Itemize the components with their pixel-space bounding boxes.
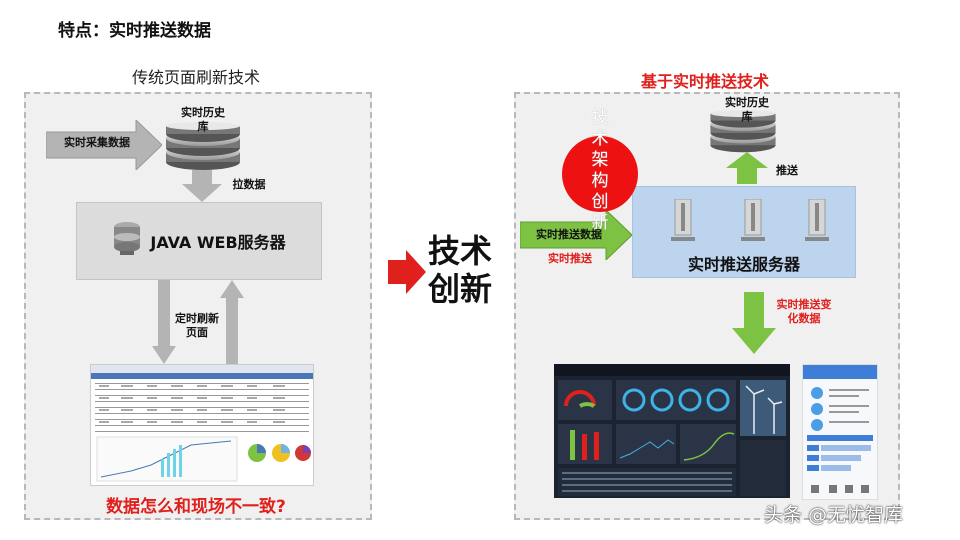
left-collect-label: 实时采集数据 [64,136,130,149]
server-icon [112,221,142,261]
pull-arrow [182,170,222,202]
innovation-arrow [388,250,426,294]
database-icon [166,122,240,170]
right-collect-red-label: 实时推送 [548,252,592,265]
watermark: 头条 @无忧智库 [764,504,904,526]
page-title: 特点：实时推送数据 [58,21,211,41]
right-collect-label: 实时推送数据 [536,228,602,241]
inconsistency-question: 数据怎么和现场不一致? [106,497,286,517]
server-icon [741,199,765,241]
database-icon [710,110,776,153]
java-web-server-box: JAVA WEB服务器 [76,202,322,280]
push-server-label: 实时推送服务器 [687,255,800,274]
mobile-app-screenshot [802,364,878,500]
server-icon [805,199,829,241]
refresh-label: 定时刷新页面 [175,312,219,339]
collect-arrow [46,120,162,170]
change-label: 实时推送变化数据 [776,298,832,325]
right-caption: 基于实时推送技术 [640,72,769,91]
refresh-down-arrow [152,280,176,364]
innovation-line2: 创新 [428,270,493,308]
realtime-dashboard-screenshot [554,364,790,498]
innovation-label: 技术 创新 [428,232,508,308]
push-up-arrow [726,152,768,184]
architecture-innovation-text: 技术架构创新 [591,108,609,233]
server-label: JAVA WEB服务器 [150,233,286,252]
left-db-label: 实时历史库 [181,106,225,133]
architecture-innovation-badge [562,136,638,212]
collect-push-arrow [520,210,632,260]
refresh-up-arrow [220,280,244,364]
left-caption: 传统页面刷新技术 [131,68,260,87]
push-server-box: 实时推送服务器 [632,186,856,278]
innovation-line1: 技术 [428,232,493,270]
pull-label: 拉数据 [232,178,266,191]
server-icon [671,199,695,241]
push-label: 推送 [776,164,798,177]
right-db-label: 实时历史库 [725,96,769,123]
change-down-arrow [732,292,776,354]
legacy-page-screenshot [90,364,314,486]
